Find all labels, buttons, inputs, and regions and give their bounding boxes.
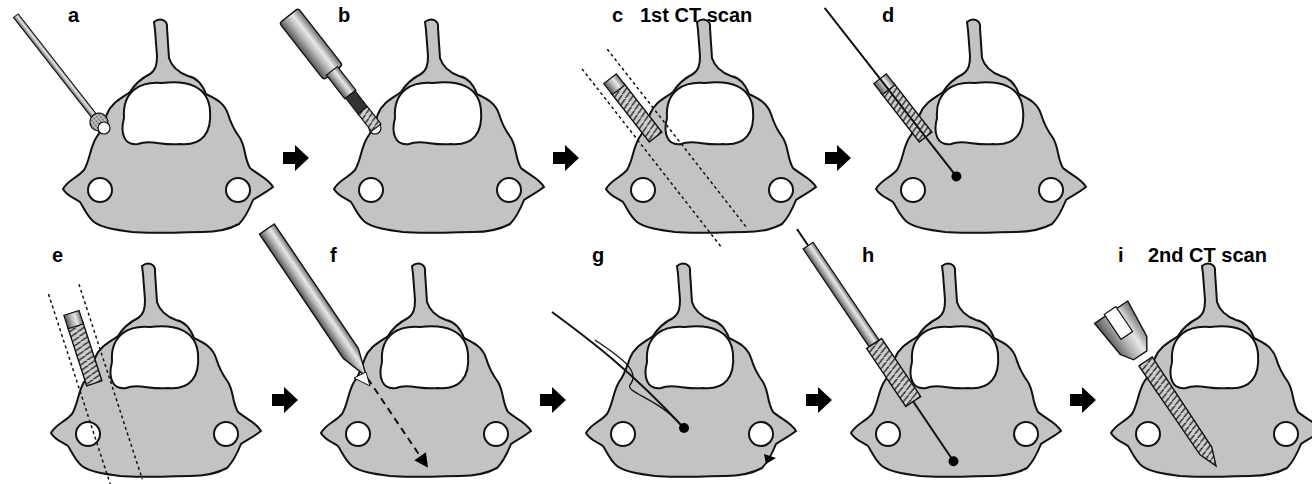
panel-label: g <box>592 244 604 266</box>
entry-notch <box>354 372 370 386</box>
panel-label: b <box>338 4 350 26</box>
panel-label: 1st CT scan <box>640 4 752 26</box>
curved-guidewire <box>552 312 776 464</box>
sleeve-with-scan-lines <box>582 49 746 246</box>
panel-label: h <box>862 244 874 266</box>
panel-label: c <box>612 4 623 26</box>
vertebra-drawings <box>51 20 1312 477</box>
sleeve-with-scan-lines <box>49 284 143 484</box>
panel-label: f <box>330 244 337 266</box>
sleeve-driver <box>279 8 385 135</box>
tap-tool <box>789 224 963 470</box>
pedicle-screw <box>1139 357 1223 470</box>
panel-label: a <box>68 4 79 26</box>
panel-label: e <box>52 244 63 266</box>
probe-tool <box>259 224 435 473</box>
entry-notch <box>98 122 110 134</box>
burr-tool <box>9 10 112 135</box>
panel-label: i <box>1118 244 1124 266</box>
panel-label: 2nd CT scan <box>1148 244 1267 266</box>
screw-head <box>1093 299 1156 366</box>
panel-label: d <box>882 4 894 26</box>
step-arrows <box>272 145 1096 413</box>
sleeve-with-guidewire <box>818 3 965 185</box>
